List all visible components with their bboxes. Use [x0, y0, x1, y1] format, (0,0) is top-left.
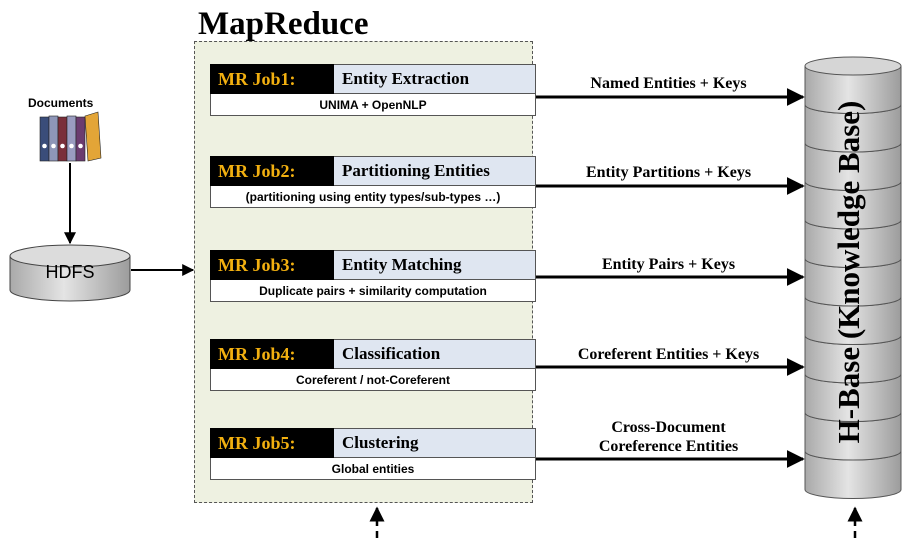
hbase-segment — [804, 374, 902, 422]
job-description: UNIMA + OpenNLP — [210, 94, 536, 116]
mr-job-3: MR Job3: Entity Matching Duplicate pairs… — [210, 250, 536, 302]
hdfs-cylinder — [9, 244, 131, 302]
job-id: MR Job1: — [210, 64, 334, 94]
hbase-segment — [804, 143, 902, 191]
hbase-segment-cap — [804, 56, 902, 76]
hbase-segment — [804, 66, 902, 114]
mr-job-5: MR Job5: Clustering Global entities — [210, 428, 536, 480]
hbase-segment — [804, 181, 902, 230]
job-id: MR Job2: — [210, 156, 334, 186]
hbase-segment — [804, 412, 902, 461]
job-description: Coreferent / not-Coreferent — [210, 369, 536, 391]
documents-icon — [39, 111, 102, 162]
mr-job-2: MR Job2: Partitioning Entities (partitio… — [210, 156, 536, 208]
job2-output-label: Entity Partitions + Keys — [585, 164, 752, 181]
hbase-cylinder — [804, 56, 902, 499]
job-description: (partitioning using entity types/sub-typ… — [210, 186, 536, 208]
job-name: Classification — [334, 339, 536, 369]
hbase-segment — [804, 335, 902, 384]
hdfs-label: HDFS — [45, 262, 95, 282]
hbase-segment — [804, 220, 902, 268]
mr-job-4: MR Job4: Classification Coreferent / not… — [210, 339, 536, 391]
hbase-segment — [804, 104, 902, 153]
job-name: Partitioning Entities — [334, 156, 536, 186]
job5-output-label-line1: Cross-Document — [611, 419, 726, 436]
job5-output-label-line2: Coreference Entities — [598, 438, 739, 455]
job1-output-label: Named Entities + Keys — [590, 75, 747, 92]
job-description: Duplicate pairs + similarity computation — [210, 280, 536, 302]
hbase-segment — [804, 451, 902, 499]
job-id: MR Job3: — [210, 250, 334, 280]
mr-job-1: MR Job1: Entity Extraction UNIMA + OpenN… — [210, 64, 536, 116]
job-id: MR Job4: — [210, 339, 334, 369]
job4-output-label: Coreferent Entities + Keys — [577, 346, 760, 363]
hbase-segment — [804, 297, 902, 345]
job-name: Entity Extraction — [334, 64, 536, 94]
knowledge-base-label-text: H-Base (Knowledge Base) — [831, 100, 866, 444]
documents-label: Documents — [28, 96, 94, 110]
mapreduce-title: MapReduce — [198, 6, 369, 42]
job3-output-label: Entity Pairs + Keys — [601, 256, 736, 273]
job-id: MR Job5: — [210, 428, 334, 458]
job-description: Global entities — [210, 458, 536, 480]
job-name: Clustering — [334, 428, 536, 458]
job-name: Entity Matching — [334, 250, 536, 280]
hbase-segment — [804, 258, 902, 307]
